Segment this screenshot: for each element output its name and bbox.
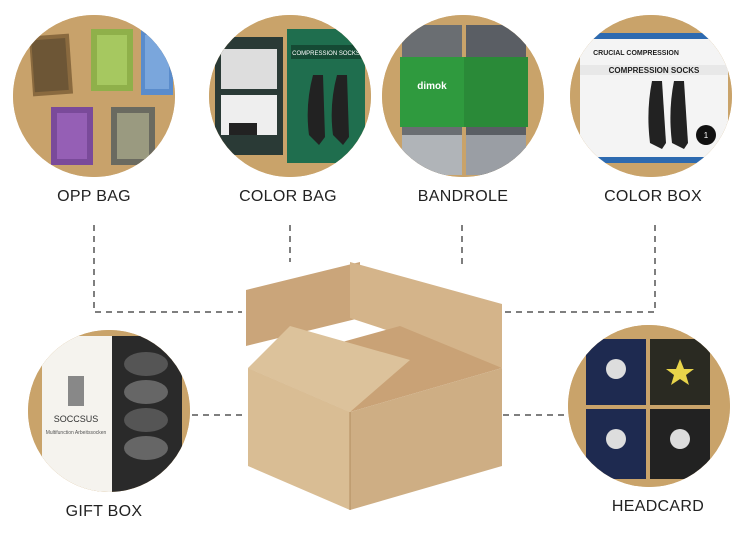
gift-box-brand-text: SOCCSUS	[54, 414, 99, 424]
cardboard-box-image	[246, 262, 502, 510]
color-box-brand-text: CRUCIAL COMPRESSION	[593, 50, 679, 57]
color-bag-label: COLOR BAG	[239, 188, 337, 205]
opp-bag-image	[13, 15, 175, 177]
headcard-image	[568, 325, 730, 487]
gift-box-sub-text: Multifunction Arbeitssocken	[46, 430, 107, 436]
opp-bag-label: OPP BAG	[57, 188, 131, 205]
color-box-image: CRUCIAL COMPRESSION COMPRESSION SOCKS 1	[570, 15, 732, 177]
bandrole-brand-text: dimok	[417, 81, 447, 92]
gift-box-label: GIFT BOX	[65, 503, 143, 520]
opp-bag-connector	[93, 225, 242, 313]
bandrole-label: BANDROLE	[417, 188, 509, 205]
color-box-count-text: 1	[704, 131, 709, 140]
gift-box-image: SOCCSUS Multifunction Arbeitssocken	[28, 330, 190, 492]
headcard-label: HEADCARD	[611, 498, 705, 515]
color-box-title-text: COMPRESSION SOCKS	[609, 66, 700, 75]
bandrole-image: dimok	[382, 15, 544, 177]
color-bag-image: COMPRESSION SOCKS	[209, 15, 371, 177]
color-box-label: COLOR BOX	[604, 188, 702, 205]
color-box-connector	[505, 225, 656, 313]
color-bag-brand-text: COMPRESSION SOCKS	[292, 51, 360, 57]
